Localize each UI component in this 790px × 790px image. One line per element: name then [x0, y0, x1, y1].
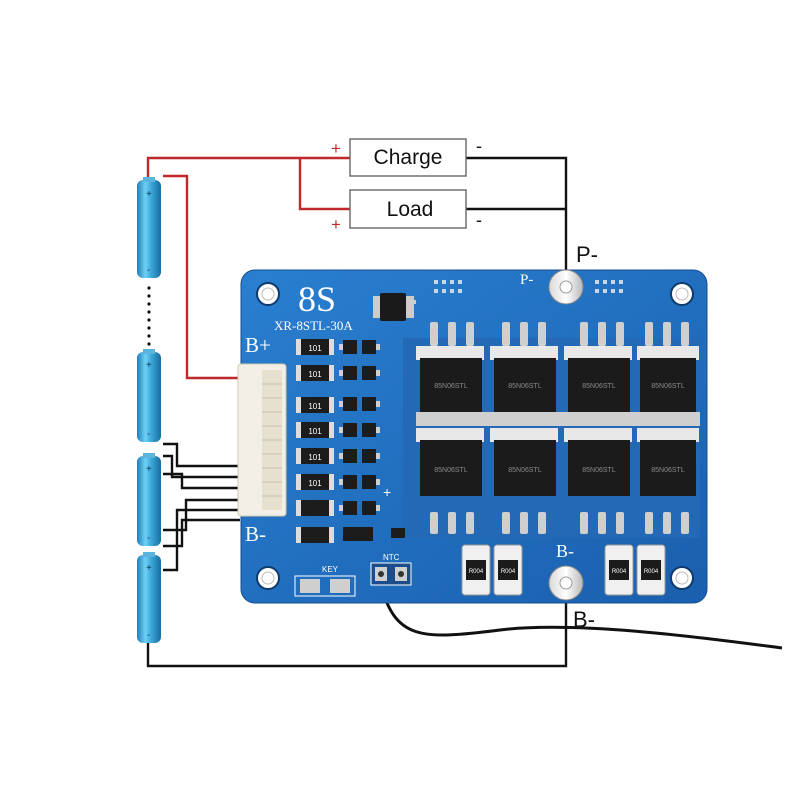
- svg-text:85N06STL: 85N06STL: [651, 467, 685, 474]
- svg-text:-: -: [147, 265, 150, 276]
- svg-text:+: +: [146, 360, 152, 371]
- svg-text:+: +: [146, 563, 152, 574]
- svg-text:85N06STL: 85N06STL: [651, 383, 685, 390]
- balance-connector: [237, 363, 287, 517]
- b-minus-pad: [548, 565, 584, 601]
- charge-box: Charge: [349, 138, 467, 177]
- battery-stack: + - + - + - + -: [137, 177, 161, 643]
- svg-text:-: -: [147, 429, 150, 440]
- svg-text:85N06STL: 85N06STL: [434, 383, 468, 390]
- model-label: XR-8STL-30A: [274, 318, 353, 333]
- svg-text:+: +: [146, 464, 152, 475]
- svg-text:R004: R004: [469, 569, 484, 575]
- svg-text:85N06STL: 85N06STL: [582, 383, 616, 390]
- b-minus-board-label: B-: [556, 541, 574, 561]
- p-minus-board-label: P-: [520, 272, 533, 288]
- wires: [146, 156, 783, 668]
- b-plus-board-label: B+: [245, 333, 271, 357]
- mounting-holes: [256, 282, 694, 590]
- pad-dots: [434, 280, 623, 293]
- b-minus-left-board-label: B-: [245, 522, 266, 546]
- svg-text:-: -: [147, 533, 150, 544]
- svg-text:R004: R004: [612, 569, 627, 575]
- transistor-pins: [339, 344, 380, 511]
- battery-cell-1: + -: [137, 177, 161, 278]
- svg-text:-: -: [147, 630, 150, 641]
- battery-dots-icon: [147, 286, 151, 346]
- battery-cell-4: + -: [137, 552, 161, 643]
- b-minus-outer-label: B-: [573, 607, 595, 632]
- svg-text:101: 101: [308, 479, 322, 488]
- svg-text:85N06STL: 85N06STL: [508, 467, 542, 474]
- svg-text:R004: R004: [501, 569, 516, 575]
- p-minus-pad: [548, 269, 584, 305]
- battery-cell-2: + -: [137, 349, 161, 442]
- load-plus-sign: +: [331, 215, 341, 234]
- svg-text:R004: R004: [644, 569, 659, 575]
- p-minus-outer-label: P-: [576, 242, 598, 267]
- smd-diode: [373, 293, 414, 321]
- plus-small-label: +: [383, 484, 391, 500]
- battery-cell-3: + -: [137, 453, 161, 546]
- bms-board: 8S XR-8STL-30A B+ B- P- B- +: [237, 269, 708, 604]
- ntc-connector: NTC: [370, 553, 412, 586]
- load-minus-sign: -: [476, 210, 482, 230]
- svg-text:101: 101: [308, 402, 322, 411]
- small-parts: [391, 300, 416, 538]
- resistor-column: 101 101 101 101 101 101: [296, 339, 334, 543]
- svg-text:101: 101: [308, 370, 322, 379]
- svg-text:101: 101: [308, 453, 322, 462]
- ntc-lead: [378, 581, 783, 650]
- sense-resistors: R004 R004 R004 R004: [461, 544, 666, 596]
- cells-label: 8S: [298, 279, 336, 319]
- charge-minus-sign: -: [476, 136, 482, 156]
- svg-text:+: +: [146, 189, 152, 200]
- svg-text:85N06STL: 85N06STL: [434, 467, 468, 474]
- ntc-label: NTC: [383, 553, 400, 562]
- mosfet-array: 85N06STL 85N06STL 85N06STL 85N06STL 85N0…: [403, 322, 700, 538]
- svg-text:101: 101: [308, 427, 322, 436]
- key-label: KEY: [322, 565, 339, 574]
- svg-text:101: 101: [308, 344, 322, 353]
- load-box: Load: [349, 189, 467, 229]
- charge-plus-sign: +: [331, 139, 341, 158]
- key-connector: KEY: [294, 565, 356, 597]
- svg-text:85N06STL: 85N06STL: [582, 467, 616, 474]
- load-label: Load: [387, 198, 434, 221]
- charge-label: Charge: [374, 146, 443, 169]
- transistor-column: [343, 340, 376, 541]
- negative-wires: [146, 156, 568, 668]
- svg-text:85N06STL: 85N06STL: [508, 383, 542, 390]
